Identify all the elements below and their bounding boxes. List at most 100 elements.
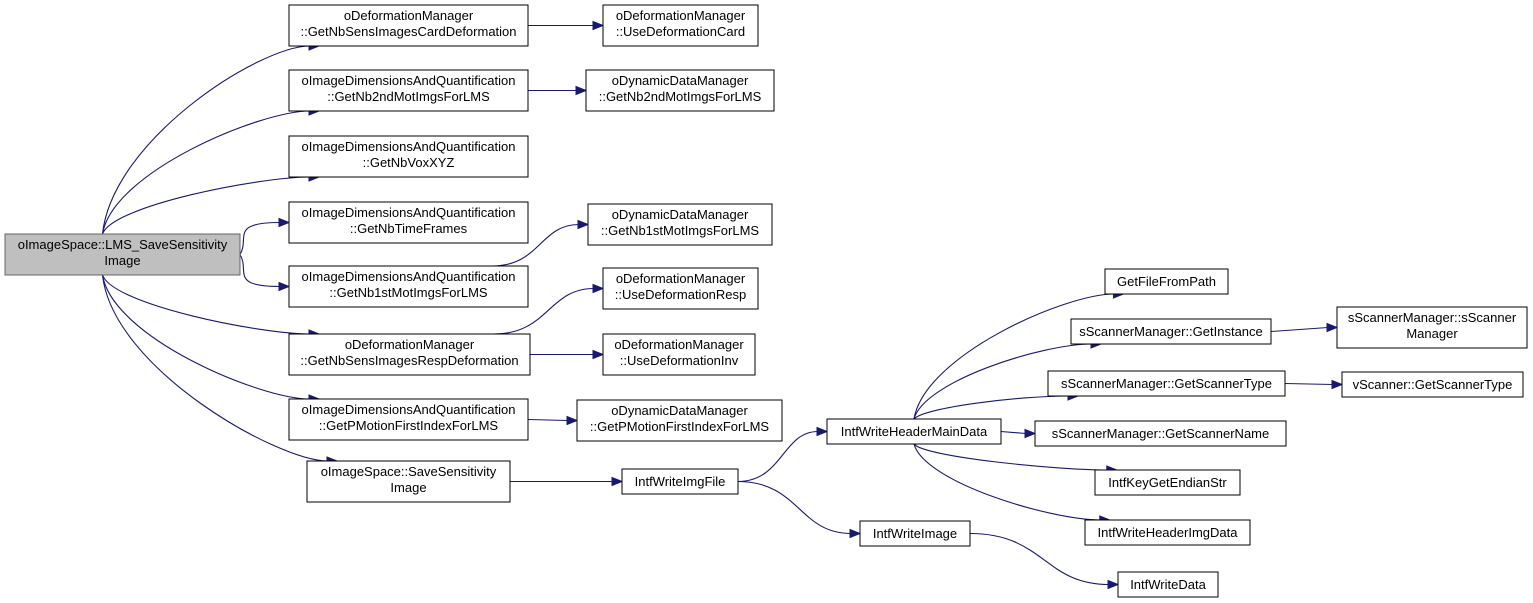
- node-n12[interactable]: GetFileFromPath: [1104, 268, 1229, 295]
- call-graph-nodes: oImageSpace::LMS_SaveSensitivityImageoDe…: [4, 4, 1528, 598]
- node-n1[interactable]: oDeformationManager::GetNbSensImagesCard…: [288, 4, 529, 47]
- node-label: IntfWriteHeaderImgData: [1098, 525, 1239, 540]
- node-label: sScannerManager::GetInstance: [1079, 324, 1263, 339]
- node-label: oImageDimensionsAndQuantification: [302, 269, 516, 284]
- node-n2[interactable]: oImageDimensionsAndQuantification::GetNb…: [288, 69, 529, 112]
- node-n5[interactable]: oImageDimensionsAndQuantification::GetNb…: [288, 265, 529, 308]
- node-box[interactable]: [602, 267, 759, 310]
- node-label: ::GetPMotionFirstIndexForLMS: [590, 419, 769, 434]
- node-box[interactable]: [1104, 268, 1229, 295]
- node-label: ::GetPMotionFirstIndexForLMS: [319, 418, 498, 433]
- edge-line: [737, 430, 819, 483]
- node-box[interactable]: [288, 201, 529, 244]
- arrowhead-icon: [816, 426, 829, 437]
- edge-line: [913, 343, 1093, 420]
- node-n13[interactable]: sScannerManager::GetInstance: [1070, 318, 1272, 345]
- node-box[interactable]: [288, 265, 529, 308]
- node-n16[interactable]: vScanner::GetScannerType: [1341, 371, 1524, 398]
- arrowhead-icon: [592, 283, 605, 294]
- node-box[interactable]: [859, 520, 971, 547]
- edge-line: [527, 418, 569, 422]
- node-box[interactable]: [288, 4, 529, 47]
- node-n14[interactable]: sScannerManager::sScannerManager: [1336, 306, 1528, 349]
- node-label: ::UseDeformationResp: [615, 287, 747, 302]
- node-box[interactable]: [826, 418, 1002, 445]
- arrowhead-icon: [577, 219, 590, 230]
- node-n5a[interactable]: oDynamicDataManager::GetNb1stMotImgsForL…: [587, 203, 773, 246]
- node-n20[interactable]: IntfWriteData: [1117, 571, 1219, 598]
- node-box[interactable]: [602, 4, 759, 47]
- node-box[interactable]: [1047, 370, 1286, 397]
- node-n11[interactable]: IntfWriteImage: [859, 520, 971, 547]
- node-n6b[interactable]: oDeformationManager::UseDeformationInv: [602, 333, 756, 376]
- node-label: oImageDimensionsAndQuantification: [302, 73, 516, 88]
- node-box[interactable]: [1070, 318, 1272, 345]
- node-label: oDeformationManager: [614, 337, 744, 352]
- edge-n6-n6a: [493, 283, 605, 335]
- edge-n9-n11: [737, 480, 862, 539]
- node-label: ::GetNbTimeFrames: [350, 221, 468, 236]
- node-n15[interactable]: sScannerManager::GetScannerType: [1047, 370, 1286, 397]
- edge-root-n5: [239, 254, 291, 292]
- node-n9[interactable]: IntfWriteImgFile: [621, 468, 739, 495]
- edge-line: [239, 254, 281, 288]
- edge-line: [913, 293, 1115, 420]
- node-box[interactable]: [1094, 469, 1241, 496]
- edge-n2-n2a: [528, 85, 588, 96]
- node-label: Manager: [1406, 326, 1458, 341]
- node-label: ::GetNbVoxXYZ: [363, 155, 455, 170]
- node-label: oImageDimensionsAndQuantification: [302, 139, 516, 154]
- edge-line: [1284, 382, 1334, 386]
- node-label: sScannerManager::GetScannerName: [1052, 426, 1270, 441]
- node-n3[interactable]: oImageDimensionsAndQuantification::GetNb…: [288, 135, 529, 178]
- node-label: oDeformationManager: [345, 337, 475, 352]
- node-box[interactable]: [602, 333, 756, 376]
- node-box[interactable]: [1336, 306, 1528, 349]
- node-n6[interactable]: oDeformationManager::GetNbSensImagesResp…: [288, 333, 531, 376]
- node-n7[interactable]: oImageDimensionsAndQuantification::GetPM…: [288, 398, 529, 441]
- node-box[interactable]: [1084, 519, 1251, 546]
- node-n6a[interactable]: oDeformationManager::UseDeformationResp: [602, 267, 759, 310]
- node-box[interactable]: [1341, 371, 1524, 398]
- node-n7a[interactable]: oDynamicDataManager::GetPMotionFirstInde…: [576, 399, 783, 442]
- edge-line: [101, 274, 311, 335]
- node-box[interactable]: [306, 460, 511, 503]
- arrowhead-icon: [849, 528, 862, 539]
- node-box[interactable]: [1034, 420, 1287, 447]
- node-box[interactable]: [576, 399, 783, 442]
- node-n18[interactable]: IntfKeyGetEndianStr: [1094, 469, 1241, 496]
- node-n19[interactable]: IntfWriteHeaderImgData: [1084, 519, 1251, 546]
- edge-n15-n16: [1284, 379, 1344, 390]
- node-label: Image: [390, 480, 426, 495]
- node-n17[interactable]: sScannerManager::GetScannerName: [1034, 420, 1287, 447]
- node-box[interactable]: [1117, 571, 1219, 598]
- node-box[interactable]: [288, 69, 529, 112]
- node-label: oDeformationManager: [344, 8, 474, 23]
- node-box[interactable]: [288, 135, 529, 178]
- edge-n10-n12: [913, 289, 1125, 420]
- node-label: ::GetNb2ndMotImgsForLMS: [327, 89, 490, 104]
- node-n2a[interactable]: oDynamicDataManager::GetNb2ndMotImgsForL…: [585, 69, 775, 112]
- node-box[interactable]: [585, 69, 775, 112]
- edge-line: [1270, 326, 1329, 333]
- node-n4[interactable]: oImageDimensionsAndQuantification::GetNb…: [288, 201, 529, 244]
- node-box[interactable]: [288, 333, 531, 376]
- edge-line: [493, 287, 595, 335]
- node-label: ::GetNbSensImagesCardDeformation: [300, 24, 516, 39]
- node-n10[interactable]: IntfWriteHeaderMainData: [826, 418, 1002, 445]
- node-box[interactable]: [288, 398, 529, 441]
- node-label: IntfWriteHeaderMainData: [841, 424, 988, 439]
- edge-line: [913, 443, 1108, 471]
- node-box[interactable]: [587, 203, 773, 246]
- arrowhead-icon: [592, 349, 605, 360]
- edge-n8-n9: [510, 476, 624, 487]
- node-box[interactable]: [621, 468, 739, 495]
- arrowhead-icon: [592, 20, 605, 31]
- node-label: IntfKeyGetEndianStr: [1108, 475, 1227, 490]
- edge-n5-n5a: [492, 219, 590, 267]
- node-n1a[interactable]: oDeformationManager::UseDeformationCard: [602, 4, 759, 47]
- root-node-box[interactable]: [4, 233, 241, 276]
- edge-n13-n14: [1270, 322, 1339, 333]
